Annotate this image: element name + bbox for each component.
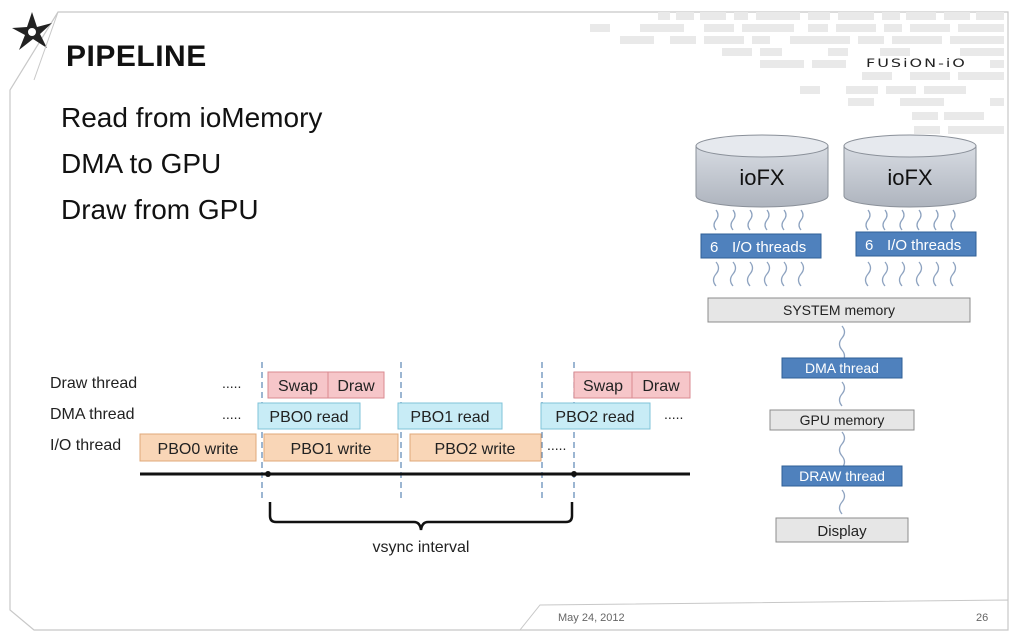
storage-cylinder-2: ioFX	[843, 134, 977, 208]
dma-blocks: PBO0 read PBO1 read PBO2 read	[257, 402, 651, 430]
footer-date: May 24, 2012	[558, 612, 625, 624]
pbo2-read-label: PBO2 read	[555, 409, 634, 426]
draw-thread-box: DRAW thread	[781, 465, 903, 487]
display-box: Display	[775, 517, 909, 543]
ellipsis-io-right: .....	[547, 437, 566, 453]
draw-thread-label: DRAW thread	[799, 468, 885, 484]
pbo2-write-label: PBO2 write	[435, 441, 516, 458]
pbo0-read-label: PBO0 read	[269, 409, 348, 426]
pbo1-write-label: PBO1 write	[291, 441, 372, 458]
ellipsis-draw: .....	[222, 375, 241, 391]
system-memory-label: SYSTEM memory	[783, 302, 895, 318]
brand-star-icon	[12, 12, 52, 50]
swap-label-2: Swap	[583, 378, 623, 395]
draw-label-2: Draw	[642, 378, 680, 395]
draw-block-1: Swap Draw	[267, 371, 385, 399]
pbo0-write-label: PBO0 write	[158, 441, 239, 458]
io-blocks: PBO0 write PBO1 write PBO2 write	[139, 433, 542, 462]
vsync-bracket	[268, 502, 574, 531]
draw-label-1: Draw	[337, 378, 375, 395]
dma-thread-label: DMA thread	[805, 360, 879, 376]
gpu-memory-box: GPU memory	[769, 409, 915, 431]
swap-label-1: Swap	[278, 378, 318, 395]
io-threads-box-2: 6 I/O threads	[855, 231, 977, 257]
ellipsis-dma: .....	[222, 406, 241, 422]
page-number: 26	[976, 612, 989, 624]
bullet-read: Read from ioMemory	[61, 102, 323, 133]
io-threads-label-1: I/O threads	[732, 239, 806, 256]
gpu-memory-label: GPU memory	[800, 412, 885, 428]
draw-block-2: Swap Draw	[573, 371, 691, 399]
vsync-interval-label: vsync interval	[373, 539, 470, 556]
bullet-draw: Draw from GPU	[61, 194, 259, 225]
pbo1-read-label: PBO1 read	[410, 409, 489, 426]
storage-cylinder-1: ioFX	[695, 134, 829, 208]
display-label: Display	[817, 523, 867, 540]
system-memory-box: SYSTEM memory	[707, 297, 971, 323]
io-threads-count-1: 6	[710, 239, 718, 256]
io-threads-count-2: 6	[865, 237, 873, 254]
storage-label-2: ioFX	[887, 165, 933, 190]
row-label-io: I/O thread	[50, 437, 121, 454]
bullet-dma: DMA to GPU	[61, 148, 222, 179]
io-threads-box-1: 6 I/O threads	[700, 233, 822, 259]
row-label-draw: Draw thread	[50, 375, 137, 392]
dma-thread-box: DMA thread	[781, 357, 903, 379]
brand-logo: FUSiON-iO	[866, 56, 967, 70]
wavy-links	[712, 209, 957, 515]
page-title: PIPELINE	[66, 40, 207, 73]
storage-label-1: ioFX	[739, 165, 785, 190]
ellipsis-dma-right: .....	[664, 406, 683, 422]
decorative-blocks	[590, 12, 1004, 134]
row-label-dma: DMA thread	[50, 406, 134, 423]
io-threads-label-2: I/O threads	[887, 237, 961, 254]
